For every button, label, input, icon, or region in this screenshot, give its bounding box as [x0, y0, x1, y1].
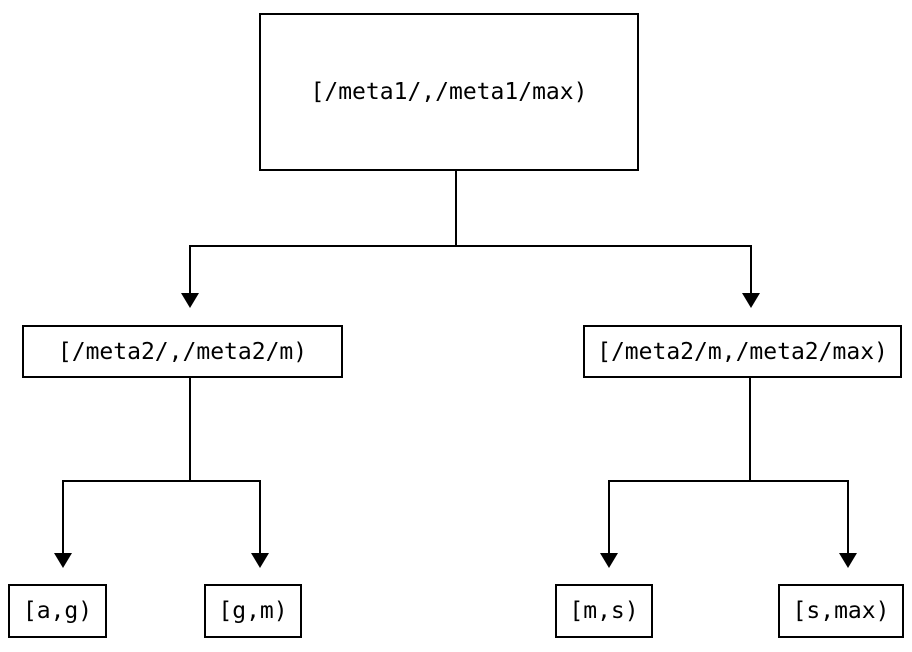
tree-node-leaf-gm: [g,m)	[204, 584, 302, 638]
arrowhead-leaf-gm-icon	[251, 553, 269, 568]
arrowhead-mid-right-icon	[742, 293, 760, 308]
tree-node-mid-right-label: [/meta2/m,/meta2/max)	[597, 338, 888, 365]
tree-node-leaf-ag-label: [a,g)	[22, 598, 93, 624]
arrowhead-leaf-ms-icon	[600, 553, 618, 568]
arrowhead-mid-left-icon	[181, 293, 199, 308]
tree-node-root-label: [/meta1/,/meta1/max)	[310, 79, 588, 105]
tree-node-leaf-ag: [a,g)	[8, 584, 107, 638]
tree-node-leaf-smax: [s,max)	[778, 584, 904, 638]
tree-node-mid-left: [/meta2/,/meta2/m)	[22, 325, 343, 378]
tree-node-leaf-ms: [m,s)	[555, 584, 653, 638]
arrowhead-leaf-ag-icon	[54, 553, 72, 568]
tree-node-mid-left-label: [/meta2/,/meta2/m)	[57, 338, 308, 365]
tree-node-root: [/meta1/,/meta1/max)	[259, 13, 639, 171]
tree-node-mid-right: [/meta2/m,/meta2/max)	[583, 325, 902, 378]
arrowhead-leaf-smax-icon	[839, 553, 857, 568]
tree-node-leaf-ms-label: [m,s)	[569, 598, 639, 624]
tree-node-leaf-smax-label: [s,max)	[792, 598, 890, 624]
tree-node-leaf-gm-label: [g,m)	[218, 598, 288, 624]
